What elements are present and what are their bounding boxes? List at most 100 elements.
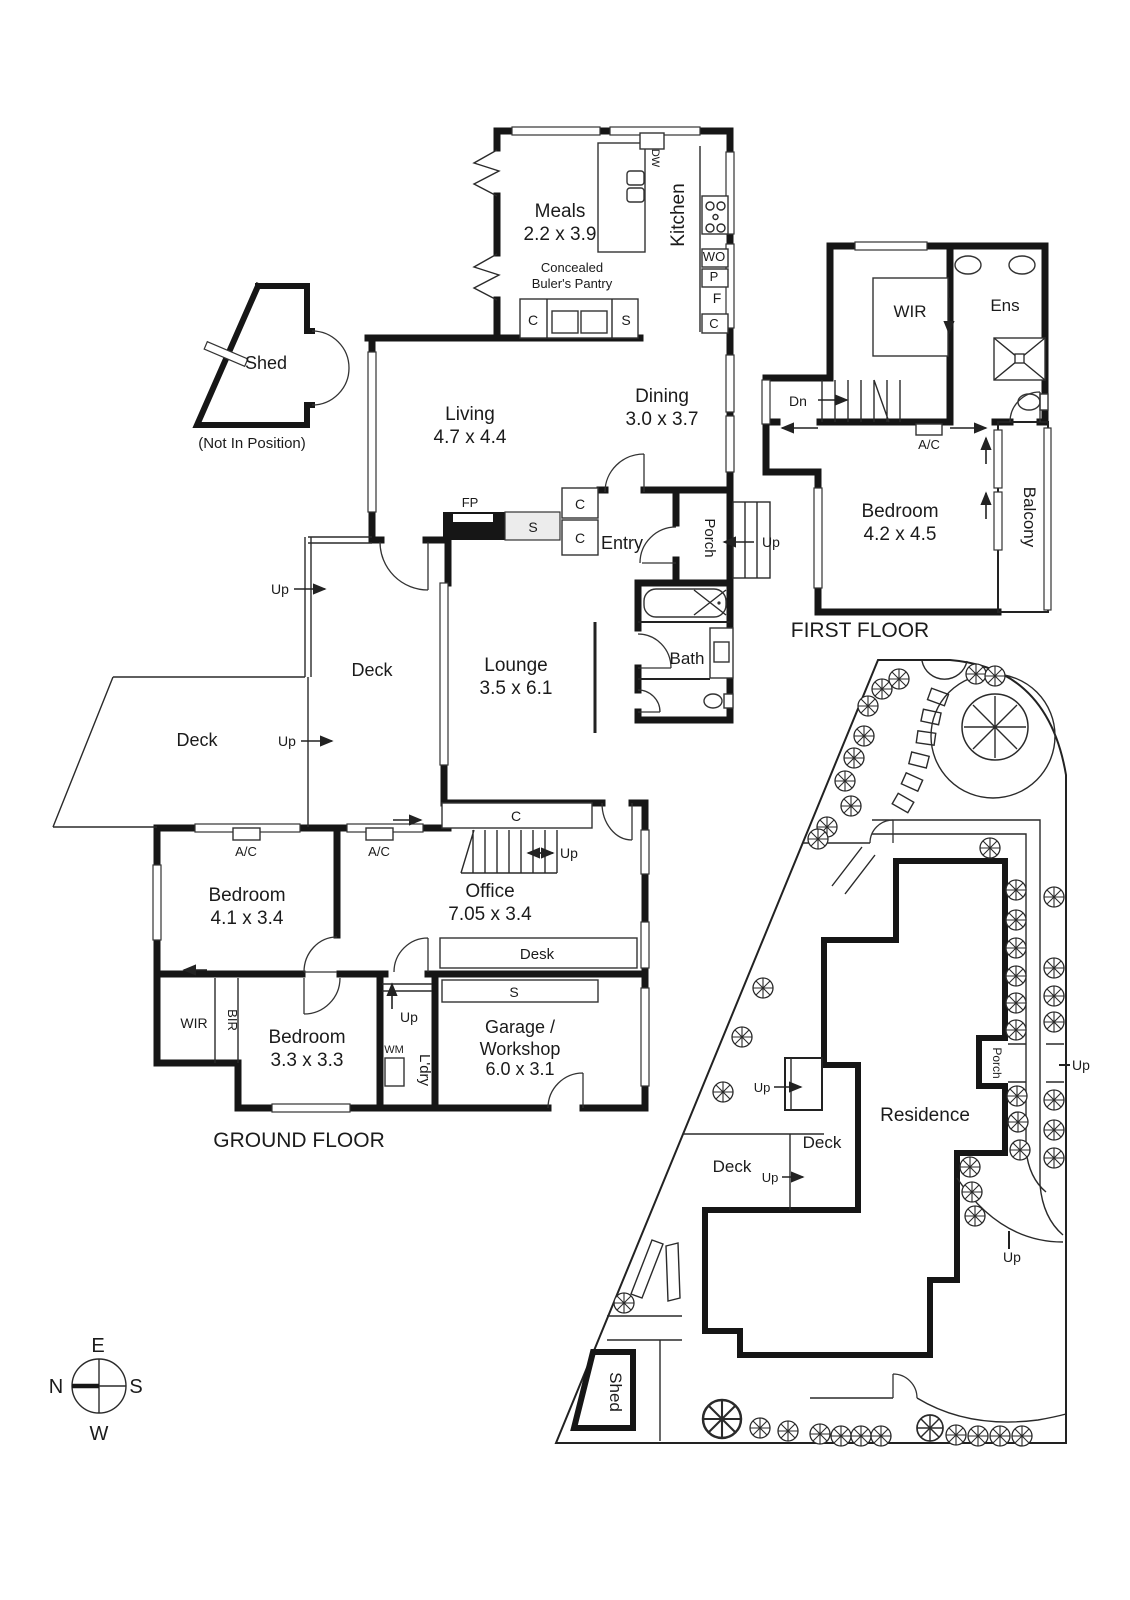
butlers-pantry-bench [519,298,639,339]
label-stair-closet-c: C [511,808,521,824]
room-dims-office: 7.05 x 3.4 [448,904,532,925]
ac-unit [915,423,943,436]
washing-machine [384,1057,405,1087]
label-fireplace: FP [462,495,479,510]
label-desk: Desk [520,946,555,963]
room-label-deck-upper: Deck [351,660,393,680]
label-shed-note: (Not In Position) [198,435,306,452]
room-label-living: Living [445,404,495,425]
label-ac-ff: A/C [918,437,940,452]
label-up-office: Up [560,845,578,861]
label-pantry-line2: Buler's Pantry [532,276,613,291]
label-pantry-c: C [528,312,538,328]
first-floor-arrows [780,298,992,519]
site-label-porch: Porch [990,1047,1004,1078]
site-label-deck-left: Deck [713,1157,752,1176]
dishwasher [639,132,665,150]
room-dims-dining: 3.0 x 3.7 [626,409,699,430]
site-label-residence: Residence [880,1105,970,1126]
ground-floor-arrows [182,536,754,1009]
first-floor-title: FIRST FLOOR [791,619,929,642]
first-floor-windows [761,241,1052,611]
deck-edges [52,536,372,828]
room-label-garage-line2: Workshop [480,1039,561,1059]
room-dims-living: 4.7 x 4.4 [434,427,507,448]
basin [954,255,982,275]
bath-fixtures [593,588,734,733]
label-up-laundry: Up [400,1009,418,1025]
ground-floor-title: GROUND FLOOR [213,1129,385,1152]
fireplace-joinery [443,487,599,556]
compass-south: S [129,1376,142,1398]
basin [1008,255,1036,275]
wall-break-upper [472,149,501,197]
site-arrows [774,1064,1070,1249]
room-label-ensuite: Ens [990,296,1019,315]
room-label-dining: Dining [635,386,689,407]
compass-north: N [49,1376,63,1398]
room-label-bedroom2: Bedroom [268,1027,345,1048]
first-floor-plan: WIR Ens Dn A/C Bedroom 4.2 x 4.5 Balcony… [761,241,1052,642]
label-ac-2: A/C [368,844,390,859]
ground-floor-plan: Meals 2.2 x 3.9 Kitchen DW WO P F C Conc… [52,126,780,1152]
storage-bench [441,979,599,1003]
room-label-bath: Bath [670,649,705,668]
ac-unit [365,827,394,841]
wall-break-lower [472,253,501,301]
wall-oven [701,248,729,268]
site-label-up-4: Up [1003,1249,1021,1265]
joinery-south [214,827,638,1087]
desk-bench [439,937,638,969]
island-sink [626,170,645,186]
label-up-deck1: Up [271,581,289,597]
site-residence-walls [702,858,1008,1358]
tree-icon [961,693,1029,761]
room-dims-bedroom2: 3.3 x 3.3 [271,1050,344,1071]
site-label-up-2: Up [762,1170,779,1185]
room-label-bir: BIR [225,1009,240,1031]
compass-west: W [90,1423,109,1445]
label-pantry: P [710,269,719,284]
room-label-office: Office [465,881,514,902]
toilet [703,693,723,709]
stepping-stones [891,687,950,814]
room-label-lounge: Lounge [484,655,547,676]
room-label-wir: WIR [180,1015,207,1031]
site-shed-outline [570,1349,636,1431]
room-dims-lounge: 3.5 x 6.1 [480,678,553,699]
label-ac-1: A/C [235,844,257,859]
room-label-kitchen: Kitchen [668,183,689,246]
room-label-deck-lower: Deck [176,730,218,750]
burner-icon [712,213,719,221]
site-label-deck-right: Deck [803,1133,842,1152]
first-floor-stairs [821,379,901,423]
wardrobe-unit [872,277,949,357]
bathtub [643,588,727,618]
site-boundary [554,659,1067,1444]
room-label-entry: Entry [601,533,643,553]
label-closet-c: C [575,530,585,546]
room-dims-garage: 6.0 x 3.1 [485,1059,554,1079]
shelf-strip [504,511,561,541]
cupboard [701,313,729,334]
label-shelf-s: S [528,519,537,535]
burner-icon [705,223,715,233]
site-plan: Residence Deck Deck Porch Shed Up Up Up … [554,659,1090,1447]
ac-unit [232,827,261,841]
island-sink [626,187,645,203]
room-dims-bedroom-ff: 4.2 x 4.5 [864,524,937,545]
room-label-bedroom1: Bedroom [208,885,285,906]
room-label-balcony: Balcony [1020,487,1039,548]
label-wall-oven: WO [703,249,725,264]
ground-floor-doors [303,453,677,1109]
shed-outline [192,282,350,428]
label-fridge: F [713,290,722,306]
pantry-sink [580,310,608,334]
room-label-porch: Porch [701,518,718,557]
label-washing-machine: WM [384,1044,404,1056]
label-closet-c: C [575,496,585,512]
site-label-up-3: Up [1072,1057,1090,1073]
label-storage-s: S [509,984,518,1000]
